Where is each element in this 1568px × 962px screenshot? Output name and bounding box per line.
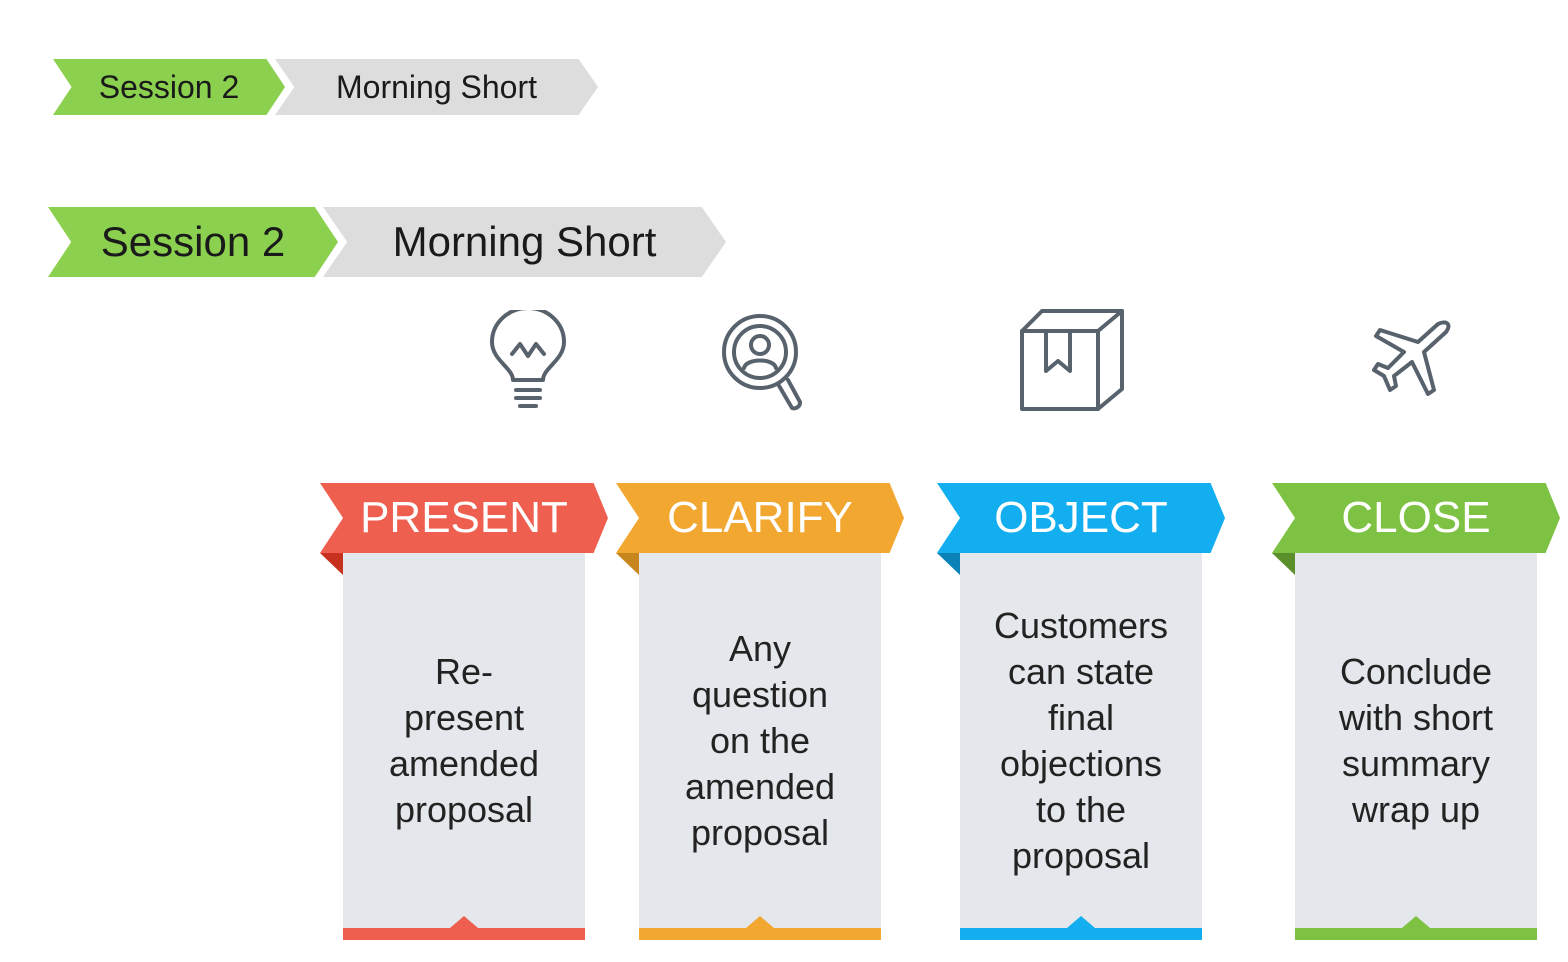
step-card: Conclude with short summary wrap up <box>1295 553 1537 940</box>
step-label: CLOSE <box>1272 483 1560 553</box>
title-chevron-small: Morning Short <box>275 59 598 115</box>
card-bar <box>960 928 1202 940</box>
title-chevron-large: Morning Short <box>323 207 726 277</box>
card-peak <box>1067 916 1095 928</box>
step-description: Any question on the amended proposal <box>684 627 836 853</box>
session-chevron-small: Session 2 <box>53 59 285 115</box>
step-label: CLARIFY <box>616 483 904 553</box>
card-bar <box>639 928 881 940</box>
search-user-icon <box>720 312 806 421</box>
lightbulb-icon <box>486 306 570 419</box>
box-icon <box>1018 307 1128 418</box>
ribbon-fold <box>1272 553 1295 575</box>
ribbon-fold <box>616 553 639 575</box>
step-label: OBJECT <box>937 483 1225 553</box>
session-chevron-large: Session 2 <box>48 207 338 277</box>
step-card: Customers can state final objections to … <box>960 553 1202 940</box>
step-card: Any question on the amended proposal <box>639 553 881 940</box>
step-description: Customers can state final objections to … <box>993 604 1169 876</box>
card-peak <box>1402 916 1430 928</box>
step-label: PRESENT <box>320 483 608 553</box>
step-close: CLOSE Conclude with short summary wrap u… <box>1272 483 1562 940</box>
step-object: OBJECT Customers can state final objecti… <box>937 483 1227 940</box>
card-peak <box>450 916 478 928</box>
step-description: Conclude with short summary wrap up <box>1338 650 1494 830</box>
card-bar <box>343 928 585 940</box>
step-description: Re- present amended proposal <box>388 650 540 830</box>
card-peak <box>746 916 774 928</box>
ribbon-fold <box>320 553 343 575</box>
ribbon-fold <box>937 553 960 575</box>
airplane-icon <box>1372 318 1454 401</box>
card-bar <box>1295 928 1537 940</box>
step-present: PRESENT Re- present amended proposal <box>320 483 610 940</box>
step-clarify: CLARIFY Any question on the amended prop… <box>616 483 906 940</box>
step-card: Re- present amended proposal <box>343 553 585 940</box>
